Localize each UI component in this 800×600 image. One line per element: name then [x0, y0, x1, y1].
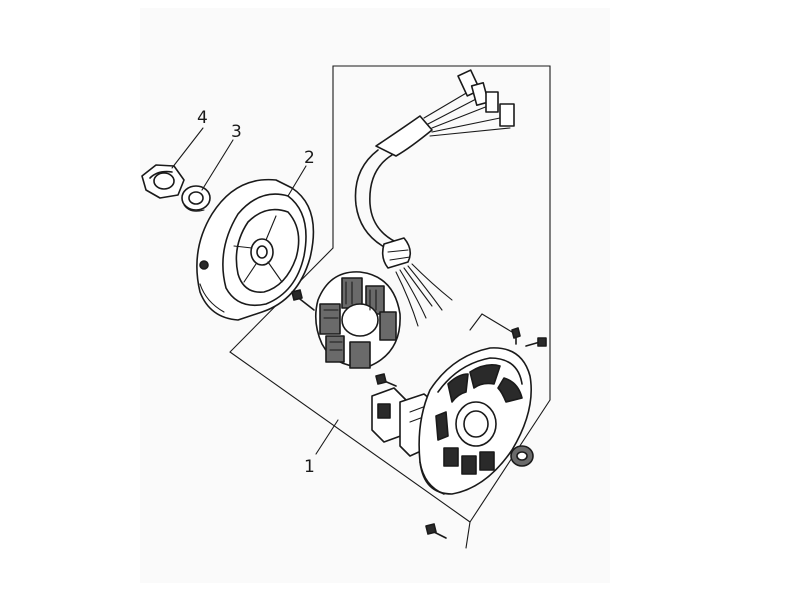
callout-number-4: 4 [197, 108, 208, 128]
callout-number-3: 3 [231, 122, 242, 142]
flywheel-rotor-part [196, 178, 315, 321]
plate-screw-top [511, 327, 521, 345]
stator-base-plate [418, 347, 534, 495]
plate-screw-right [525, 337, 547, 347]
nut-part [141, 164, 185, 199]
callout-number-2: 2 [304, 148, 315, 168]
harness-connector [457, 69, 515, 127]
bottom-screw [425, 523, 447, 539]
callout-number-1: 1 [304, 457, 315, 477]
wiring-harness [354, 91, 511, 327]
pickup-screw [375, 373, 397, 387]
stator-screw [291, 289, 315, 311]
callout-leaders [171, 127, 339, 455]
stator-coil [314, 271, 401, 369]
washer-part [181, 185, 211, 212]
